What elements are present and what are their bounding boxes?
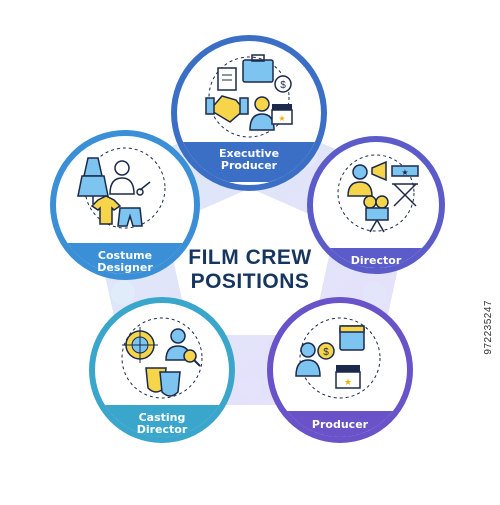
- svg-text:$: $: [323, 347, 329, 358]
- director-node: ★: [307, 136, 445, 274]
- casting-director-node: [89, 297, 235, 443]
- magnifier-icon: [183, 349, 201, 367]
- label-director: Director: [335, 255, 417, 267]
- label-line-1: Executive: [218, 147, 280, 160]
- mannequin-icon: [77, 157, 109, 204]
- designer-person-icon: [109, 160, 135, 195]
- briefcase-icon: [242, 54, 274, 83]
- shorts-icon: [117, 207, 143, 227]
- producer-clapperboard-icon: ★: [335, 365, 361, 389]
- producer-person-icon: [295, 342, 321, 377]
- dollar-icon: $: [274, 75, 292, 93]
- target-icon: [122, 327, 158, 363]
- clapperboard-icon: ★: [271, 104, 293, 125]
- contract-icon: [217, 67, 237, 91]
- label-line-2: Producer: [220, 159, 278, 172]
- diagram-title: FILM CREW POSITIONS: [165, 246, 335, 294]
- scissors-icon: [136, 181, 151, 196]
- title-line-2: POSITIONS: [190, 270, 310, 293]
- svg-text:★: ★: [401, 168, 408, 177]
- svg-text:$: $: [280, 80, 286, 91]
- label-line-2: Director: [136, 423, 188, 436]
- movie-camera-icon: [363, 195, 389, 233]
- title-line-1: FILM CREW: [188, 246, 312, 269]
- label-line-1: Costume: [97, 249, 153, 262]
- handshake-icon: [205, 95, 249, 123]
- director-person-icon: [347, 164, 373, 197]
- svg-text:★: ★: [344, 377, 352, 387]
- label-costume-designer: Costume Designer: [80, 250, 170, 274]
- svg-text:★: ★: [278, 114, 285, 123]
- producer-dollar-icon: $: [317, 342, 335, 360]
- label-casting-director: Casting Director: [120, 412, 204, 436]
- label-line-1: Director: [350, 254, 402, 267]
- calendar-icon: [339, 325, 365, 351]
- theater-masks-icon: [145, 367, 181, 397]
- shirt-icon: [90, 195, 122, 225]
- label-line-2: Designer: [97, 261, 153, 274]
- label-executive-producer: Executive Producer: [205, 148, 293, 172]
- executive-producer-node: $ ★: [171, 35, 327, 191]
- label-line-1: Casting: [138, 411, 186, 424]
- stock-id: 972235247: [483, 300, 494, 355]
- label-line-1: Producer: [311, 418, 369, 431]
- label-producer: Producer: [298, 419, 382, 431]
- director-chair-icon: ★: [391, 165, 419, 207]
- megaphone-icon: [371, 160, 387, 182]
